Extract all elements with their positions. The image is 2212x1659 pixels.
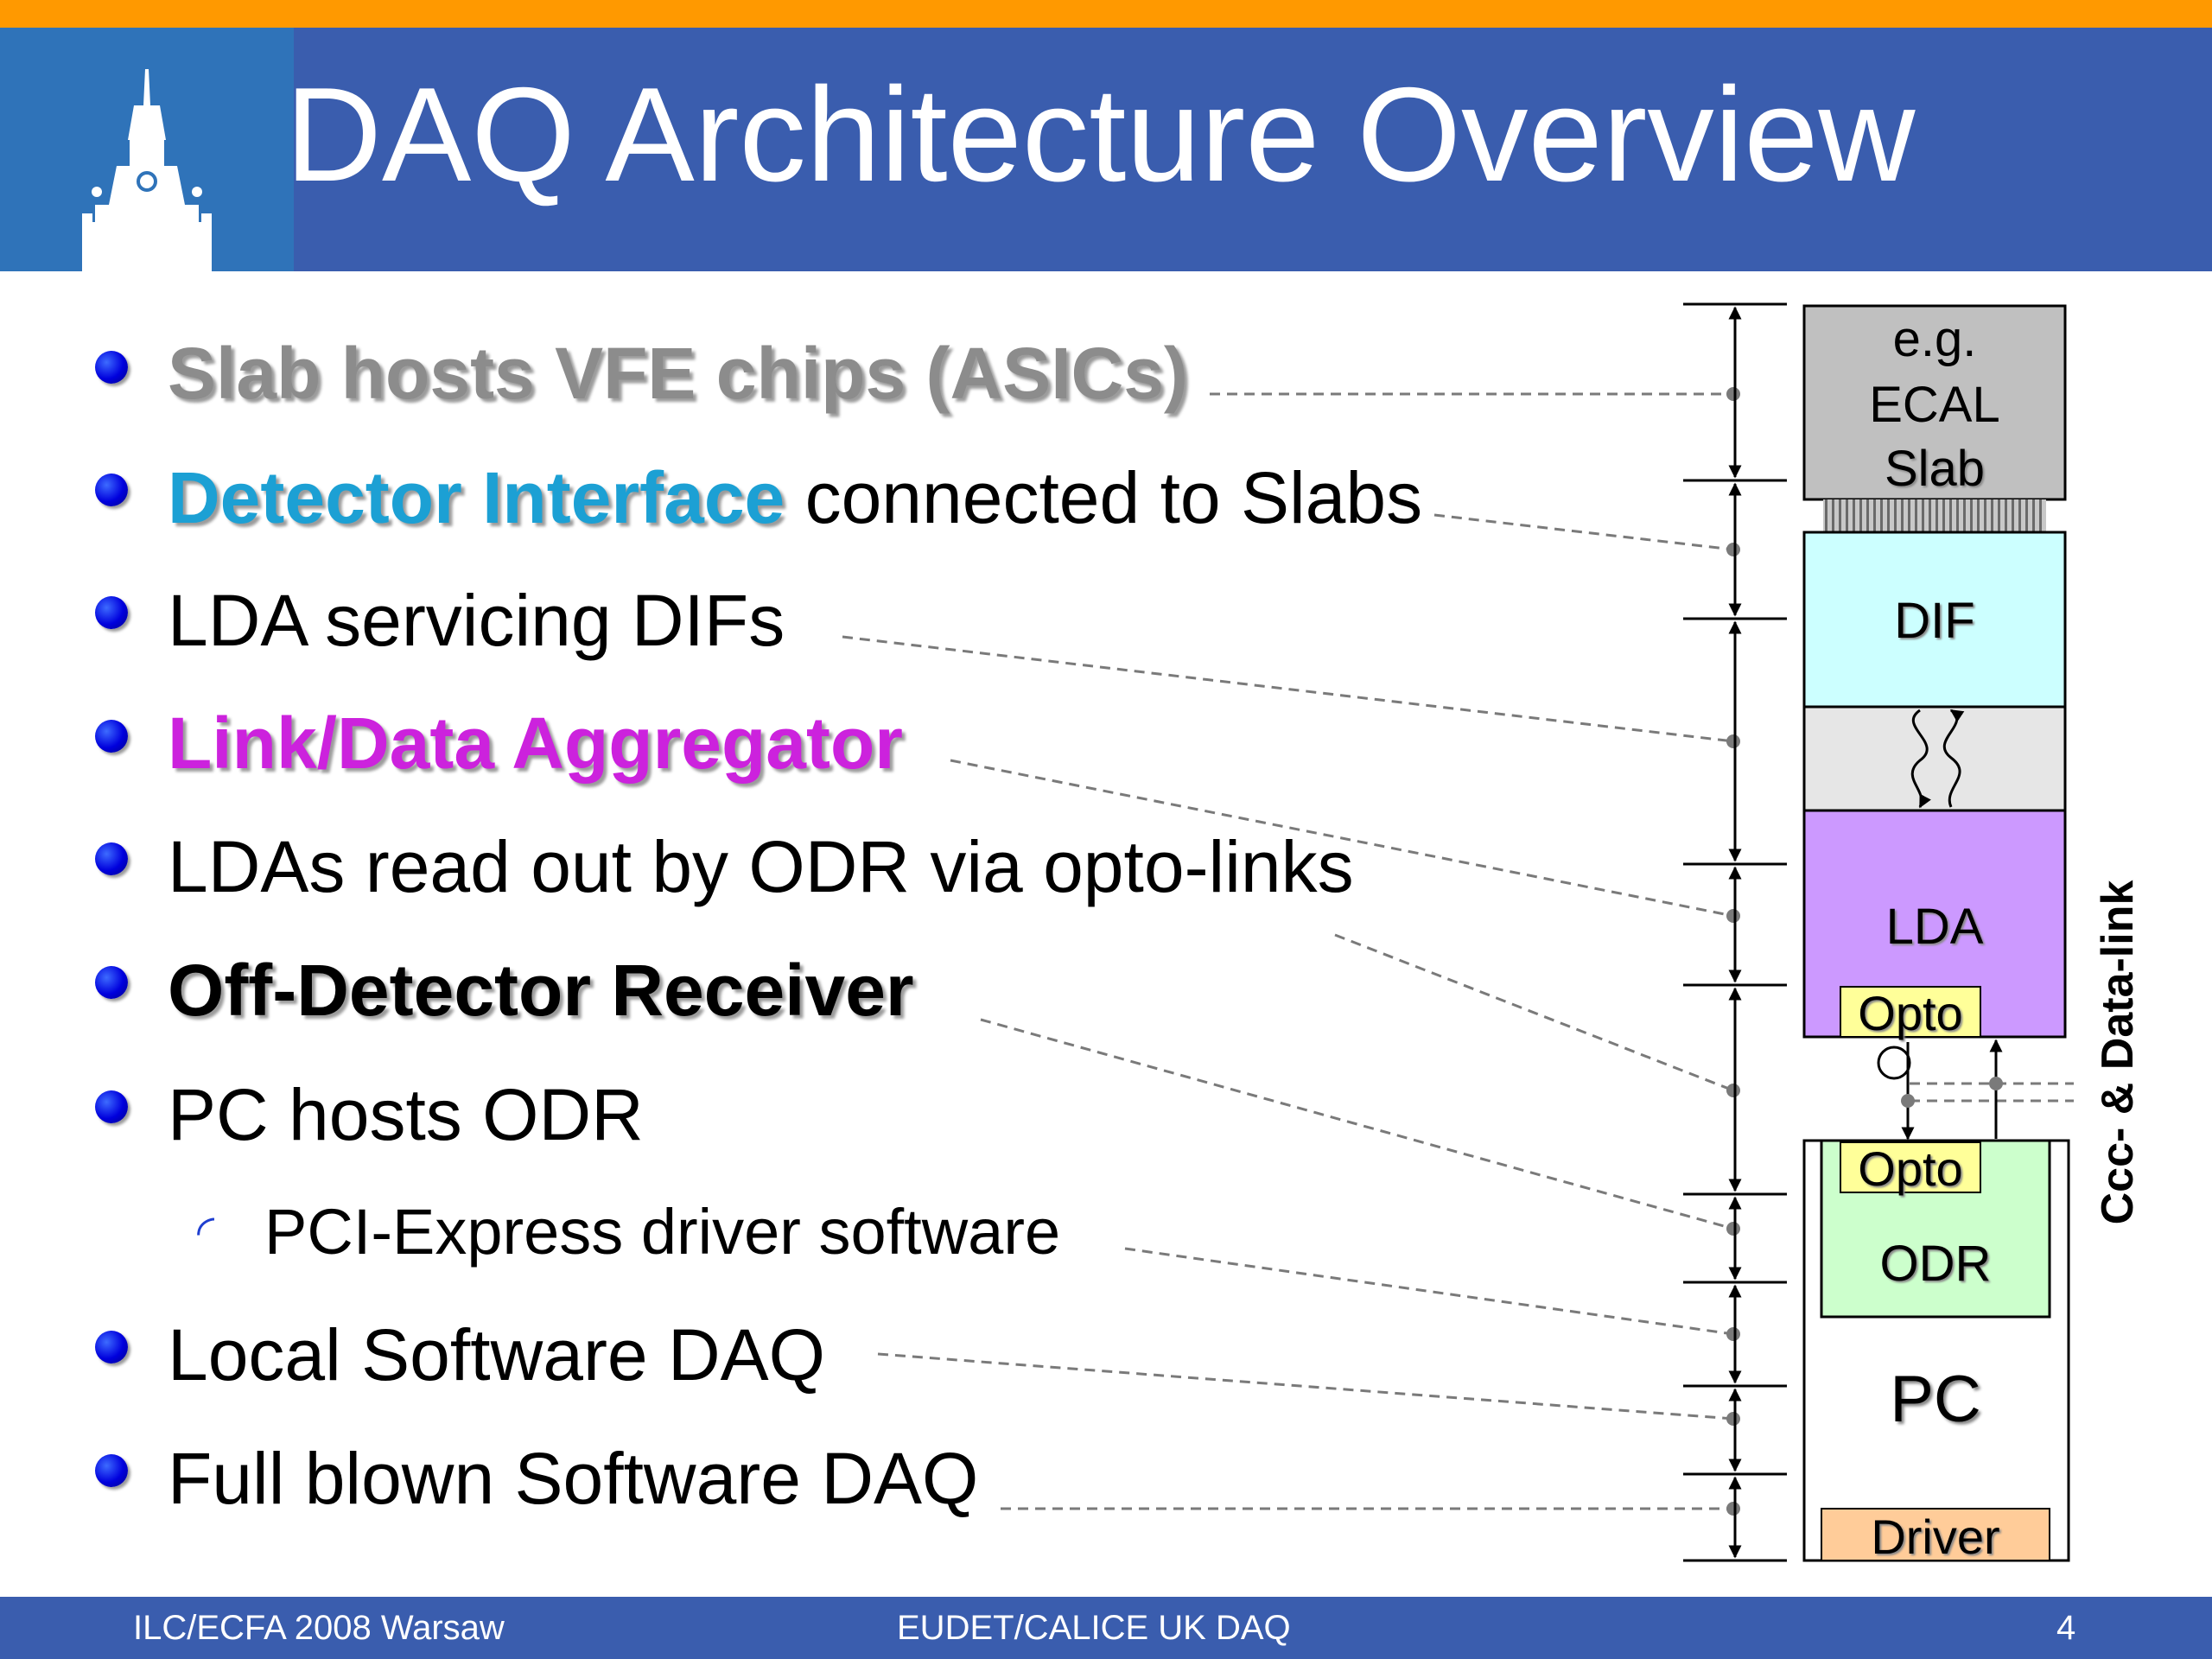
bullet-dot: [95, 596, 128, 629]
driver-label: Driver: [1871, 1510, 1999, 1564]
slab-label-1: e.g.: [1893, 311, 1977, 367]
bullet-full-daq: Full blown Software DAQ: [168, 1438, 979, 1519]
castle-tower-logo: [82, 69, 212, 271]
top-accent-stripe: [0, 0, 2212, 28]
title-bar: [0, 28, 2212, 271]
lda-label: LDA: [1886, 899, 1984, 955]
odr-label: ODR: [1880, 1236, 1992, 1292]
detector-interface-highlight: Detector Interface: [168, 457, 785, 538]
sub-bullet-icon: ◜: [197, 1207, 215, 1257]
driver-box: [1821, 1508, 2050, 1561]
bullet-pci-express: PCI-Express driver software: [264, 1196, 1061, 1268]
pc-label: PC: [1890, 1363, 1981, 1436]
bullet-dif: Detector Interface connected to Slabs: [168, 461, 1422, 534]
bullet-dot: [95, 351, 128, 384]
bullet-slab: Slab hosts VFE chips (ASICs): [168, 333, 1188, 414]
bullet-dot: [95, 1090, 128, 1123]
odr-opto-box: [1840, 1141, 1981, 1193]
bullet-lda: LDA servicing DIFs: [168, 580, 785, 661]
footer-bar: ILC/ECFA 2008 Warsaw EUDET/CALICE UK DAQ…: [0, 1597, 2212, 1659]
bullet-dot: [95, 1331, 128, 1363]
bullet-dot: [95, 1454, 128, 1487]
link-dot: [1901, 1094, 1915, 1108]
bullet-dot: [95, 966, 128, 999]
dif-box: [1802, 531, 2067, 709]
bullet-odr: Off-Detector Receiver: [168, 950, 914, 1031]
slab-label-3: Slab: [1885, 441, 1985, 497]
bullet-pc: PC hosts ODR: [168, 1074, 644, 1155]
bullet-opto-links: LDAs read out by ODR via opto-links: [168, 826, 1354, 907]
dif-label: DIF: [1894, 593, 1974, 649]
odr-opto-label: Opto: [1858, 1141, 1962, 1196]
slab-label-2: ECAL: [1869, 377, 2000, 433]
page-number: 4: [2056, 1609, 2076, 1647]
bullet-dot: [95, 842, 128, 875]
bullet-dot: [95, 720, 128, 753]
bullet-link-data-aggregator: Link/Data Aggregator: [168, 702, 903, 784]
logo-panel: [0, 28, 294, 271]
ccc-data-link-label: Ccc- & Data-link: [2093, 880, 2143, 1225]
bullet-dot: [95, 474, 128, 506]
daq-architecture-diagram: e.g. ECAL Slab DIF LDA Opto Opto ODR PC …: [842, 302, 2143, 1564]
slide-title: DAQ Architecture Overview: [285, 60, 1916, 209]
bullet-local-daq: Local Software DAQ: [168, 1314, 826, 1395]
lda-opto-box: [1840, 986, 1981, 1038]
slab-connector: [1823, 499, 2046, 532]
layer-scale: [1683, 302, 1787, 1562]
footer-event: ILC/ECFA 2008 Warsaw: [133, 1609, 505, 1647]
bullet-dif-rest: connected to Slabs: [785, 457, 1423, 538]
footer-project: EUDET/CALICE UK DAQ: [897, 1609, 1291, 1647]
leader-lines: [842, 392, 2074, 1510]
dif-lda-link-box: [1802, 705, 2067, 812]
link-dot: [1989, 1077, 2003, 1090]
opto-connector: [1877, 1046, 1911, 1080]
leader-dots: [1726, 387, 1740, 1516]
wavy-link-arrows: [1910, 709, 1965, 809]
lda-opto-label: Opto: [1858, 986, 1962, 1040]
